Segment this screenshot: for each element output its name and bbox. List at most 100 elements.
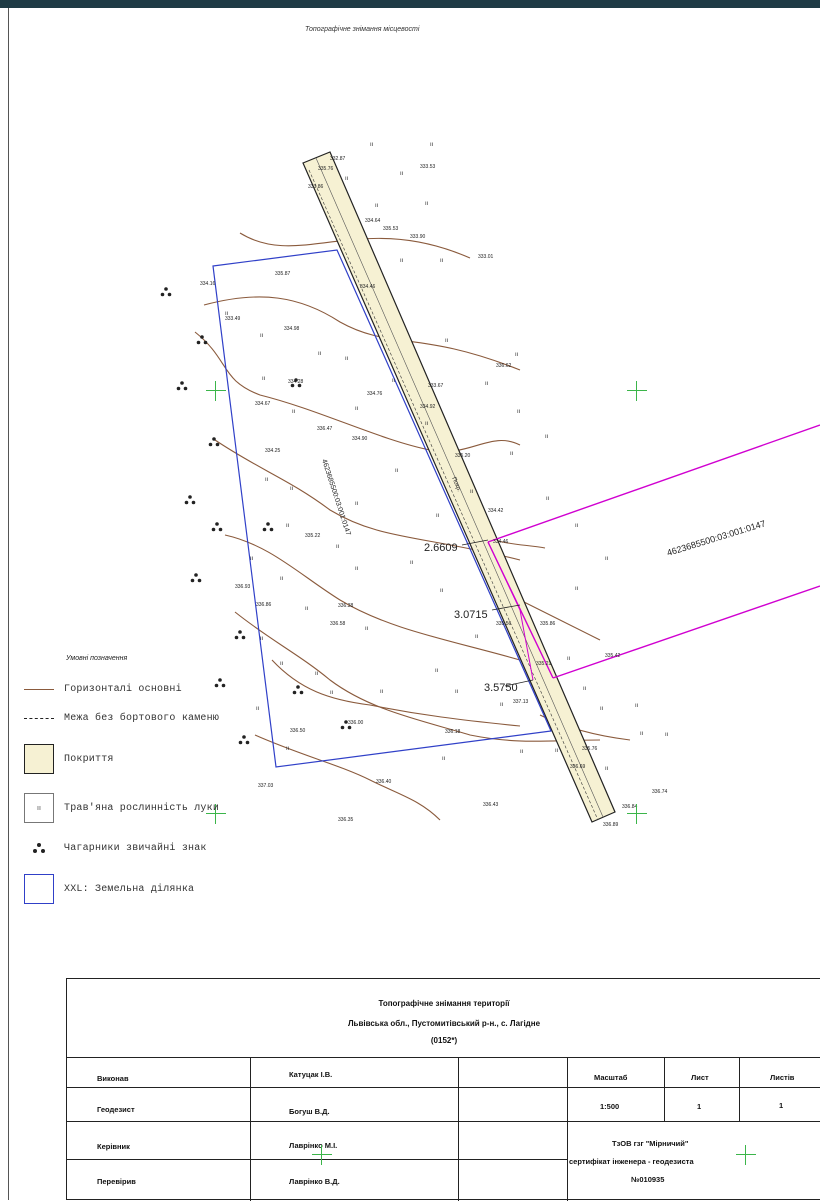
contour-line [239,232,471,259]
grass-mark: ıı [605,766,609,772]
grass-mark: ıı [583,686,587,692]
spot-height-label: 335.21 [536,661,552,667]
bush-icon [292,685,304,695]
spot-height-label: 336.89 [603,822,619,828]
bush-icon [340,720,352,730]
grass-mark: ıı [500,702,504,708]
grass-mark: ıı [425,201,429,207]
grass-mark: ıı [225,311,229,317]
legend-label: Покриття [64,753,114,765]
spot-height-label: 334.28 [288,379,304,385]
scale-value: 1:500 [600,1102,620,1111]
grass-mark: ıı [445,338,449,344]
cadastral-parcel-boundary-lower [552,585,820,679]
scale-header: Масштаб [594,1073,628,1082]
topographic-plan: 2.6609 3.0715 3.5750 4623685500:03:001:0… [160,142,820,828]
grass-mark: ıı [546,496,550,502]
spot-height-label: 334.67 [255,401,271,407]
sheets-header: Листів [770,1073,795,1082]
grass-mark: ıı [485,381,489,387]
grass-box-icon: ıı [24,793,54,823]
grass-mark: ıı [280,661,284,667]
grass-mark: ıı [365,626,369,632]
spot-height-label: 334.98 [284,326,300,332]
contour-line-icon [24,689,54,690]
grass-mark: ıı [330,690,334,696]
grass-mark: ıı [475,634,479,640]
bush-symbols [160,287,352,745]
grass-mark: ıı [265,477,269,483]
cadastral-inner-edge [487,541,534,681]
grass-mark: ıı [260,636,264,642]
contour-line [494,539,546,549]
grass-mark: ıı [640,731,644,737]
bush-icon [211,522,223,532]
grass-mark: ıı [375,203,379,209]
name-checked: Лаврінко В.Д. [289,1177,340,1186]
grass-mark: ıı [345,356,349,362]
name-surveyor: Богуш В.Д. [289,1107,330,1116]
strip-cadastral-label: 4623685500:03:001:0147 [320,458,351,536]
grass-mark: ıı [400,258,404,264]
grid-cross-icon [206,804,226,824]
spot-height-label: 333.49 [225,316,241,322]
legend-item-contour: Горизонталі основні [24,684,182,695]
road-fill-icon [24,744,54,774]
grass-mark: ıı [520,749,524,755]
bush-icon [33,843,45,853]
grass-mark: ıı [545,434,549,440]
spot-height-label: 333.86 [308,184,324,190]
grass-mark: ıı [510,451,514,457]
spot-height-label: 336.69 [570,764,586,770]
grass-mark: ıı [600,706,604,712]
spot-height-label: 334.46 [493,539,509,545]
spot-height-label: 336.38 [338,603,354,609]
grass-mark: ıı [605,556,609,562]
legend-item-bush: Чагарники звичайні знак [24,842,207,854]
grass-mark: ıı [395,468,399,474]
grass-mark: ıı [425,421,429,427]
grass-mark: ıı [440,258,444,264]
spot-height-label: 335.76 [318,166,334,172]
grass-mark: ıı [336,544,340,550]
contour-line [194,331,521,452]
spot-height-label: 335.53 [383,226,399,232]
bush-icon [176,381,188,391]
grass-mark: ıı [315,671,319,677]
grass-mark: ıı [250,556,254,562]
title-block-header: Топографічне знімання території Львівськ… [67,979,820,1058]
grass-marks: ıı ıı ıı ıı ıı ıı ıı ıı ıı ıı ıı ıı ıı ıı ıı ıı ıı ıı ıı ıı… [225,142,669,772]
distance-label-3: 3.5750 [484,682,518,694]
grass-mark: ıı [305,606,309,612]
spot-height-label: 336.93 [235,584,251,590]
legend-title: Умовні позначення [66,655,128,662]
grass-mark: ıı [436,513,440,519]
certificate-number: №010935 [631,1175,665,1184]
spot-height-label: 336.00 [348,720,364,726]
certificate-line: сертифікат інженера - геодезиста [569,1157,694,1166]
bush-icon [214,678,226,688]
distance-line-3 [504,679,534,687]
grass-mark: ıı [430,142,434,148]
bush-icon [160,287,172,297]
contour-lines [194,232,631,821]
grass-mark: ıı [470,489,474,495]
title-block-line3: (0152*) [430,1036,458,1045]
grass-mark: ıı [286,523,290,529]
spot-height-label: 336.84 [622,804,638,810]
grass-mark: ıı [262,376,266,382]
spot-height-label: 336.18 [445,729,461,735]
sheet-header: Лист [691,1073,709,1082]
spot-height-label: 333.67 [428,383,444,389]
sheets-value: 1 [779,1101,784,1110]
legend-item-dashed: Межа без бортового каменю [24,713,219,724]
title-block: Топографічне знімання території Львівськ… [66,978,820,1201]
spot-height-label: 335.42 [605,653,621,659]
grass-mark: ıı [400,171,404,177]
grass-mark: ıı [575,586,579,592]
road-edge-dashed [308,169,599,821]
grass-mark: ıı [290,486,294,492]
grass-mark: ıı [345,176,349,182]
grass-mark: ıı [256,706,260,712]
top-bar [0,0,820,8]
